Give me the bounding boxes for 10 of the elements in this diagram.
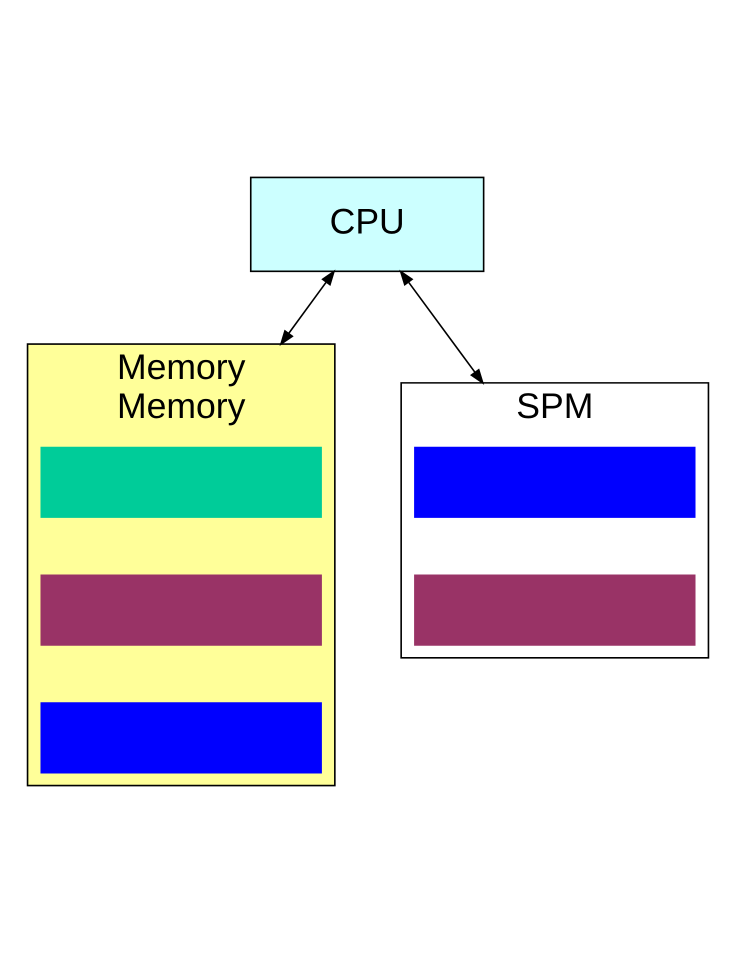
cluster: SPM [400, 382, 710, 658]
arrow [280, 269, 336, 346]
cluster: Memory Memory [26, 342, 336, 786]
node-box: CPU [250, 176, 484, 272]
node-bar [414, 574, 696, 646]
node-bar [40, 574, 322, 646]
arrow [399, 269, 484, 384]
node-bar [40, 702, 322, 773]
node-bar [40, 446, 322, 518]
node-bar [414, 446, 696, 518]
